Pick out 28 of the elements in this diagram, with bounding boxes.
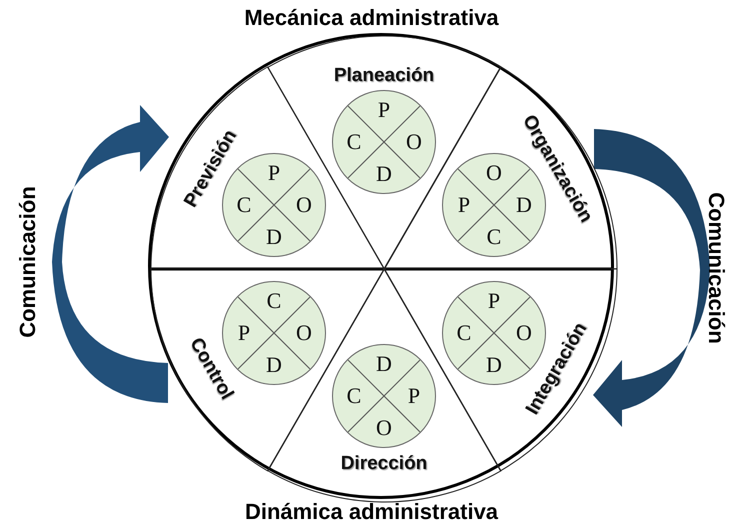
- heading-text: Dinámica administrativa: [244, 499, 498, 525]
- quadrant-letter: C: [266, 290, 282, 312]
- quadrant-letter: D: [376, 163, 392, 185]
- sector-label: Planeación: [334, 65, 434, 87]
- quadrant-letter: C: [456, 322, 472, 344]
- quadrant-letter: C: [346, 131, 362, 153]
- quadrant-letter: O: [486, 162, 502, 184]
- side-label: Comunicación: [703, 192, 729, 344]
- quadrant-letter: P: [458, 194, 470, 216]
- quadrant-letter: P: [488, 290, 500, 312]
- heading-text: Mecánica administrativa: [244, 5, 499, 31]
- quadrant-letter: D: [266, 226, 282, 248]
- quadrant-letter: O: [376, 417, 392, 439]
- quadrant-letter: C: [486, 226, 502, 248]
- side-label: Comunicación: [15, 186, 41, 338]
- quadrant-letter: O: [296, 322, 312, 344]
- quadrant-letter: D: [376, 353, 392, 375]
- quadrant-letter: P: [378, 99, 390, 121]
- sector-label: Dirección: [340, 453, 428, 475]
- quadrant-letter: P: [238, 322, 250, 344]
- quadrant-letter: C: [236, 194, 252, 216]
- quadrant-letter: P: [408, 385, 420, 407]
- quadrant-letter: D: [266, 354, 282, 376]
- quadrant-letter: O: [296, 194, 312, 216]
- quadrant-letter: C: [346, 385, 362, 407]
- quadrant-letter: P: [268, 162, 280, 184]
- quadrant-letter: O: [406, 131, 422, 153]
- quadrant-letter: D: [486, 354, 502, 376]
